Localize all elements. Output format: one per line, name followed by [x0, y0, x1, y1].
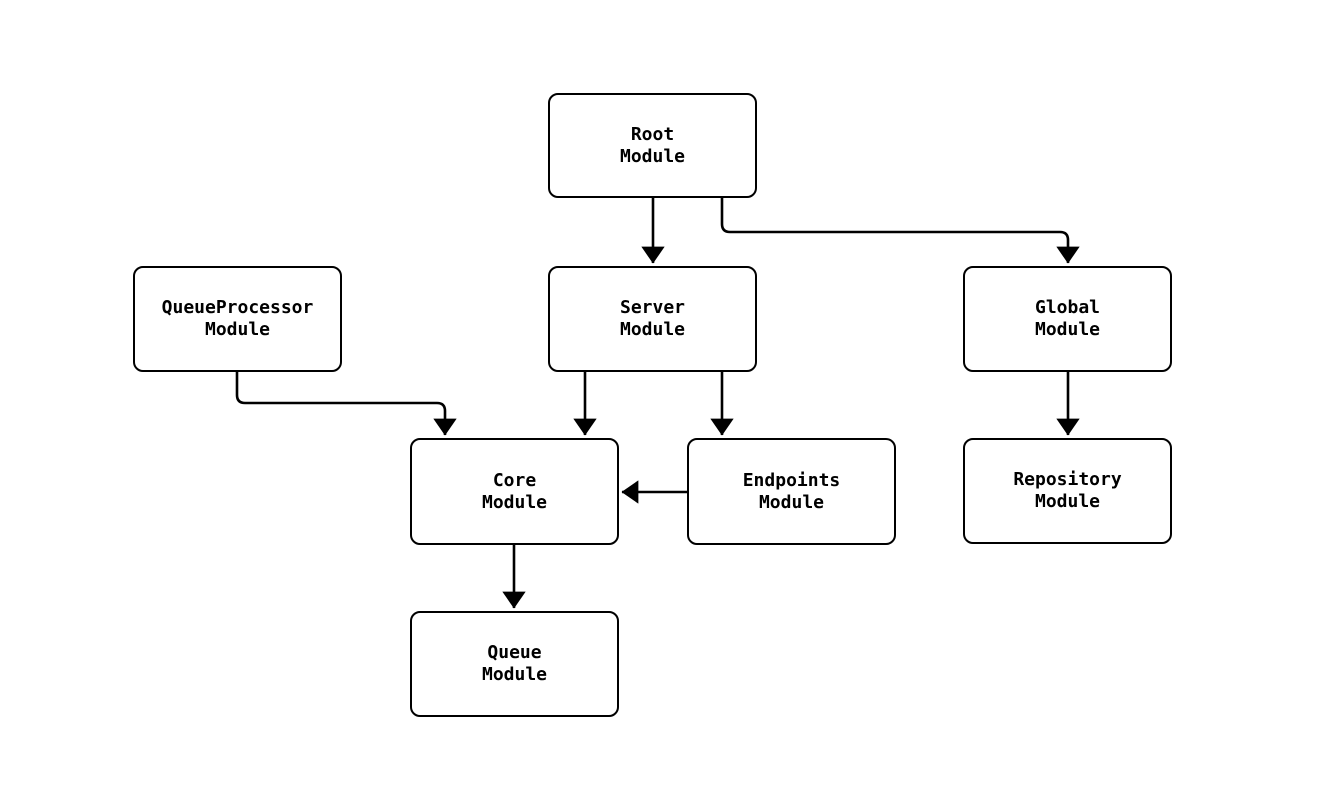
node-global-module: Global Module [963, 266, 1172, 372]
edge-queueprocessor-to-core [235, 372, 457, 436]
edge-root-to-global [720, 198, 1080, 264]
node-queueprocessor-module: QueueProcessor Module [133, 266, 342, 372]
node-repository-module: Repository Module [963, 438, 1172, 544]
node-queue-module: Queue Module [410, 611, 619, 717]
node-queue-module-label: Queue Module [481, 642, 548, 685]
node-endpoints-module-label: Endpoints Module [742, 469, 841, 513]
node-root-module: Root Module [548, 93, 757, 198]
node-root-module-label: Root Module [619, 123, 686, 167]
node-core-module-label: Core Module [481, 469, 548, 513]
node-core-module: Core Module [410, 438, 619, 545]
node-queueprocessor-module-label: QueueProcessor Module [161, 297, 314, 340]
node-endpoints-module: Endpoints Module [687, 438, 896, 545]
node-server-module: Server Module [548, 266, 757, 372]
node-repository-module-label: Repository Module [1013, 469, 1122, 512]
node-global-module-label: Global Module [1034, 297, 1101, 340]
node-server-module-label: Server Module [619, 297, 686, 340]
